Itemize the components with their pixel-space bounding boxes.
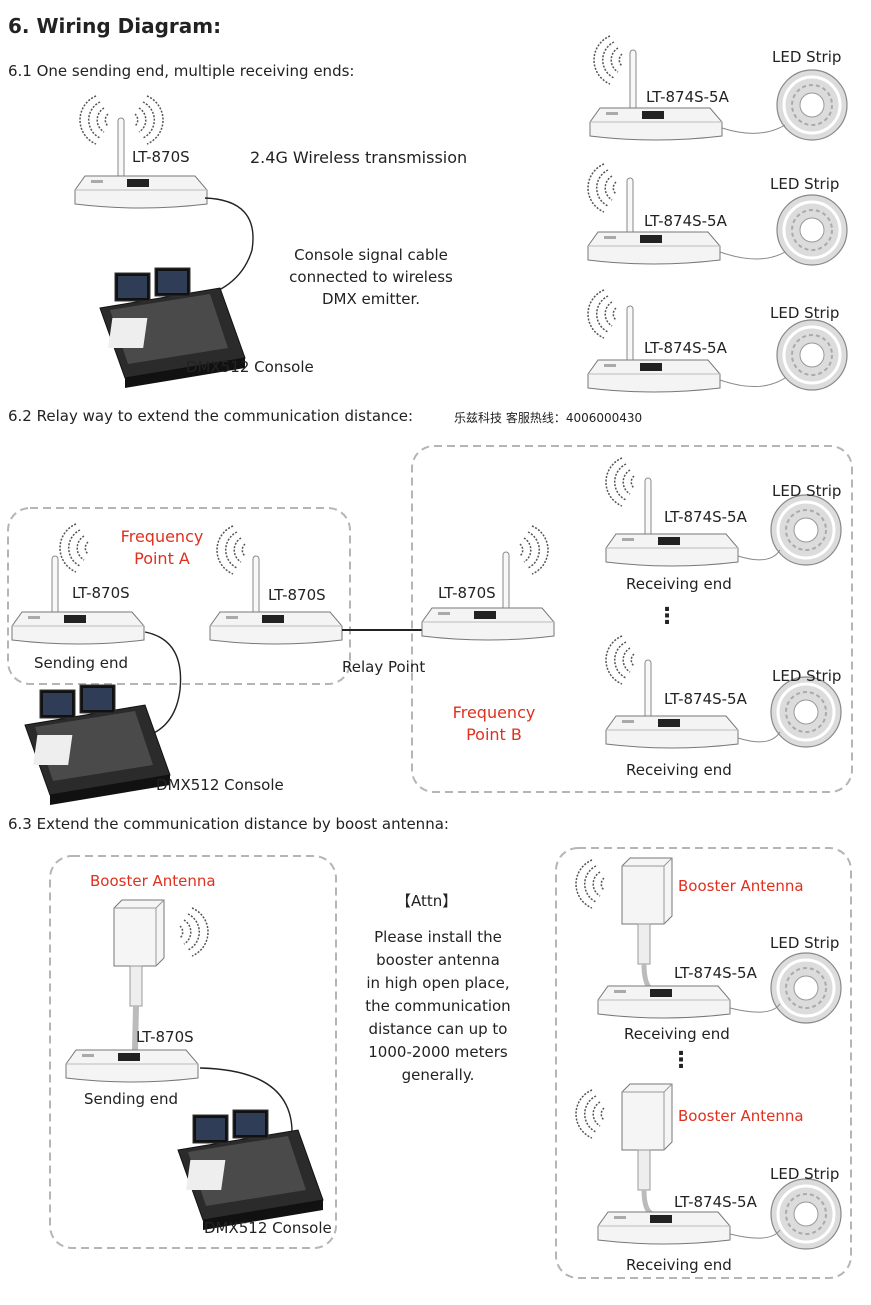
- s2-title: 6.2 Relay way to extend the communicatio…: [8, 407, 414, 425]
- s1-cable-note-line-1: Console signal cable: [294, 246, 448, 264]
- s2-cable: [139, 631, 182, 739]
- s3-attn-title: 【Attn】: [396, 892, 458, 910]
- s3-sender-box: [65, 1049, 199, 1083]
- s3-booster-right-2-label: Booster Antenna: [678, 1107, 804, 1125]
- s2-freq-a-label: Frequency Point A: [112, 526, 212, 570]
- s3-attn-line-4: the communication: [365, 997, 511, 1015]
- s1-cable-note: Console signal cable connected to wirele…: [268, 244, 474, 310]
- s2-relay-right-label: LT-870S: [438, 584, 496, 602]
- s2-receiving-end-1-label: Receiving end: [626, 575, 732, 593]
- s3-title: 6.3 Extend the communication distance by…: [8, 815, 449, 833]
- s3-attn-line-7: generally.: [401, 1066, 475, 1084]
- s2-receiver-1: [605, 458, 843, 567]
- s1-title: 6.1 One sending end, multiple receiving …: [8, 62, 355, 80]
- s1-receiver-1-label: LT-874S-5A: [646, 88, 729, 106]
- s2-relay-point-label: Relay Point: [342, 658, 426, 676]
- s1-cable-note-line-3: DMX emitter.: [321, 290, 421, 308]
- s2-hotline: 乐兹科技 客服热线：4006000430: [454, 411, 643, 425]
- s3-booster-left: [113, 899, 209, 1051]
- section-heading: 6. Wiring Diagram:: [8, 14, 222, 38]
- s3-more-receivers-dots: ⋮: [670, 1048, 692, 1073]
- s3-attn-body: Please install the booster antenna in hi…: [348, 926, 528, 1087]
- s1-cable: [189, 197, 254, 301]
- s3-right-boundary: [555, 847, 852, 1279]
- s3-attn-line-6: 1000-2000 meters: [368, 1043, 508, 1061]
- s2-sending-end-label: Sending end: [34, 654, 128, 672]
- s1-cable-note-line-2: connected to wireless: [289, 268, 453, 286]
- s1-strip-1-label: LED Strip: [772, 48, 842, 66]
- s2-freq-b-line-1: Frequency: [452, 703, 536, 722]
- s3-console-graphic: [177, 1109, 324, 1231]
- s1-sender-label: LT-870S: [132, 148, 190, 166]
- s3-strip-1-label: LED Strip: [770, 934, 840, 952]
- s1-receiver-2: [587, 164, 849, 267]
- s2-freq-b-boundary: [411, 445, 853, 793]
- s2-strip-1-label: LED Strip: [772, 482, 842, 500]
- s2-freq-b-label: Frequency Point B: [444, 702, 544, 746]
- s2-freq-a-line-2: Point A: [134, 549, 190, 568]
- s2-console-graphic: [24, 684, 171, 806]
- s1-receiver-3-label: LT-874S-5A: [644, 339, 727, 357]
- s1-console-label: DMX512 Console: [186, 358, 314, 376]
- s3-left-boundary: [49, 855, 337, 1249]
- s3-receiver-1: [576, 857, 843, 1025]
- s2-receiver-1-label: LT-874S-5A: [664, 508, 747, 526]
- s3-sending-end-label: Sending end: [84, 1090, 178, 1108]
- s2-receiver-2-label: LT-874S-5A: [664, 690, 747, 708]
- s1-strip-2-label: LED Strip: [770, 175, 840, 193]
- s2-sender-label: LT-870S: [72, 584, 130, 602]
- s3-attn-line-5: distance can up to: [368, 1020, 508, 1038]
- s2-console-label: DMX512 Console: [156, 776, 284, 794]
- s2-relay-left-label: LT-870S: [268, 586, 326, 604]
- s3-receiver-2: [576, 1083, 843, 1251]
- s3-receiving-end-2-label: Receiving end: [626, 1256, 732, 1274]
- s1-receiver-2-label: LT-874S-5A: [644, 212, 727, 230]
- s1-strip-3-label: LED Strip: [770, 304, 840, 322]
- s1-receiver-3: [587, 290, 849, 393]
- s3-sender-label: LT-870S: [136, 1028, 194, 1046]
- s2-strip-2-label: LED Strip: [772, 667, 842, 685]
- s3-receiver-1-label: LT-874S-5A: [674, 964, 757, 982]
- s2-more-receivers-dots: ⋮: [656, 604, 678, 629]
- s1-receiver-1: [589, 36, 849, 142]
- s2-freq-a-boundary: [7, 507, 351, 685]
- s3-attn-line-1: Please install the: [374, 928, 502, 946]
- s2-freq-b-line-2: Point B: [466, 725, 522, 744]
- s3-booster-left-label: Booster Antenna: [90, 872, 216, 890]
- s2-freq-a-line-1: Frequency: [120, 527, 204, 546]
- s1-wireless-label: 2.4G Wireless transmission: [250, 148, 468, 167]
- s3-attn-line-3: in high open place,: [366, 974, 510, 992]
- s2-receiving-end-2-label: Receiving end: [626, 761, 732, 779]
- s3-console-label: DMX512 Console: [204, 1219, 332, 1237]
- s3-strip-2-label: LED Strip: [770, 1165, 840, 1183]
- s2-receiver-2: [605, 636, 843, 749]
- s3-receiver-2-label: LT-874S-5A: [674, 1193, 757, 1211]
- s3-receiving-end-1-label: Receiving end: [624, 1025, 730, 1043]
- s3-attn-line-2: booster antenna: [376, 951, 500, 969]
- s2-relay-right: [421, 525, 555, 641]
- s2-relay-left: [209, 526, 343, 645]
- s3-booster-right-1-label: Booster Antenna: [678, 877, 804, 895]
